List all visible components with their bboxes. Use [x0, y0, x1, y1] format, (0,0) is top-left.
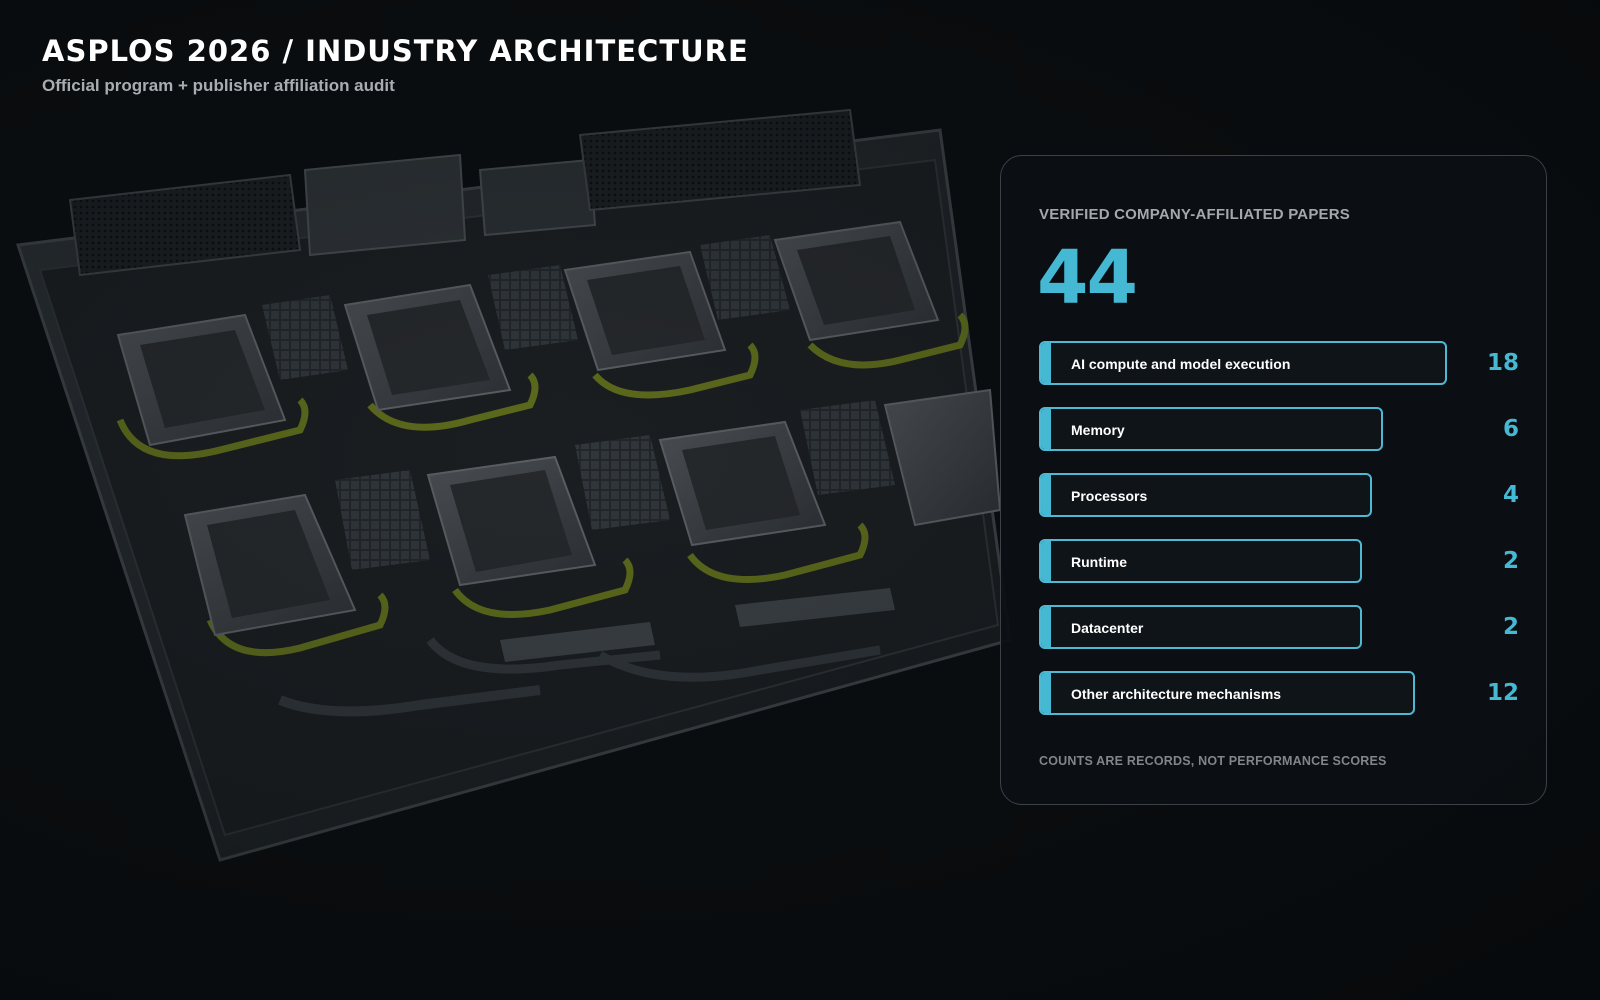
- bar-value: 4: [1502, 482, 1519, 508]
- bar: AI compute and model execution: [1039, 341, 1447, 385]
- bar-label: Processors: [1071, 488, 1148, 504]
- bar-label: Runtime: [1071, 554, 1127, 570]
- bar-row: Memory 6: [1039, 407, 1519, 451]
- bar-label: Datacenter: [1071, 620, 1144, 636]
- bar-row: AI compute and model execution 18: [1039, 341, 1519, 385]
- bar-accent: [1041, 475, 1051, 515]
- bar-value: 2: [1502, 548, 1519, 574]
- bar-value: 2: [1502, 614, 1519, 640]
- stats-panel: VERIFIED COMPANY-AFFILIATED PAPERS 44 AI…: [1000, 155, 1547, 805]
- bar: Other architecture mechanisms: [1039, 671, 1415, 715]
- bar-value: 6: [1502, 416, 1519, 442]
- bar-accent: [1041, 607, 1051, 647]
- bar: Processors: [1039, 473, 1373, 517]
- bar-row: Processors 4: [1039, 473, 1519, 517]
- bar-accent: [1041, 673, 1051, 713]
- bar-value: 18: [1486, 350, 1519, 376]
- panel-label: VERIFIED COMPANY-AFFILIATED PAPERS: [1039, 206, 1350, 223]
- bar: Runtime: [1039, 539, 1362, 583]
- bar-accent: [1041, 409, 1051, 449]
- bar-accent: [1041, 343, 1051, 383]
- bar-accent: [1041, 541, 1051, 581]
- page-subtitle: Official program + publisher affiliation…: [42, 76, 395, 95]
- panel-footnote: COUNTS ARE RECORDS, NOT PERFORMANCE SCOR…: [1039, 754, 1387, 768]
- bar-row: Datacenter 2: [1039, 605, 1519, 649]
- bar-label: Other architecture mechanisms: [1071, 686, 1282, 702]
- bar-row: Other architecture mechanisms 12: [1039, 671, 1519, 715]
- bar-label: Memory: [1071, 422, 1125, 438]
- page-title: ASPLOS 2026 / INDUSTRY ARCHITECTURE: [42, 34, 749, 68]
- bar-row: Runtime 2: [1039, 539, 1519, 583]
- bar: Datacenter: [1039, 605, 1362, 649]
- bar: Memory: [1039, 407, 1383, 451]
- total-count: 44: [1037, 235, 1138, 321]
- bar-value: 12: [1486, 680, 1519, 706]
- bar-label: AI compute and model execution: [1071, 356, 1291, 372]
